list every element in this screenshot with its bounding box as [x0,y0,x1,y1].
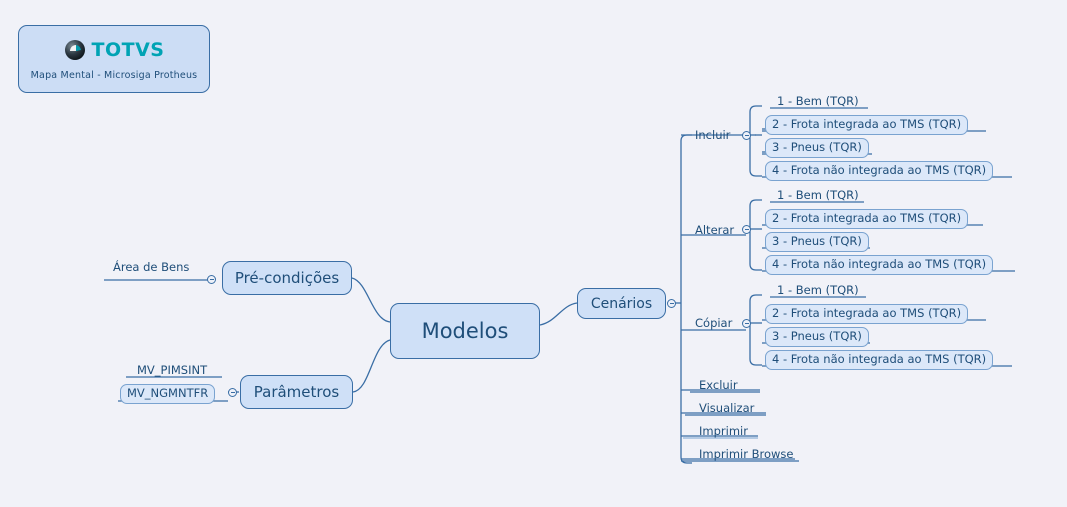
leaf-mv-pimsint-label: MV_PIMSINT [137,363,208,377]
item-copiar-2[interactable]: 2 - Frota integrada ao TMS (TQR) [765,304,969,324]
leaf-mv-ngmntfr[interactable]: MV_NGMNTFR [120,384,216,404]
item-alterar-2[interactable]: 2 - Frota integrada ao TMS (TQR) [765,209,969,229]
totvs-sphere-icon [64,40,85,60]
item-copiar-1[interactable]: 1 - Bem (TQR) [770,281,866,301]
collapse-knob-parametros[interactable] [228,388,237,397]
item-alterar-3-label: 3 - Pneus (TQR) [772,234,862,248]
legend-subtitle: Mapa Mental - Microsiga Protheus [30,70,198,81]
group-label-incluir[interactable]: Incluir [695,128,730,142]
item-incluir-2-label: 2 - Frota integrada ao TMS (TQR) [772,117,962,131]
item-alterar-4[interactable]: 4 - Frota não integrada ao TMS (TQR) [765,255,994,275]
item-copiar-2-label: 2 - Frota integrada ao TMS (TQR) [772,306,962,320]
leaf-mv-ngmntfr-label: MV_NGMNTFR [127,386,209,400]
collapse-knob-cenarios[interactable] [667,299,676,308]
collapse-knob-alterar[interactable] [742,225,751,234]
item-incluir-4-label: 4 - Frota não integrada ao TMS (TQR) [772,163,987,177]
leaf-mv-pimsint[interactable]: MV_PIMSINT [130,361,214,381]
leaf-imprimir-browse[interactable]: Imprimir Browse [692,445,800,465]
leaf-imprimir[interactable]: Imprimir [692,422,755,442]
item-alterar-4-label: 4 - Frota não integrada ao TMS (TQR) [772,257,987,271]
item-incluir-4[interactable]: 4 - Frota não integrada ao TMS (TQR) [765,161,994,181]
item-incluir-1[interactable]: 1 - Bem (TQR) [770,92,866,112]
totvs-wordmark: TOTVS [91,39,165,61]
item-incluir-3-label: 3 - Pneus (TQR) [772,140,862,154]
leaf-area-de-bens[interactable]: Área de Bens [106,258,196,278]
root-node-label: Modelos [421,319,509,343]
leaf-visualizar[interactable]: Visualizar [692,399,761,419]
item-copiar-4[interactable]: 4 - Frota não integrada ao TMS (TQR) [765,350,994,370]
root-node-modelos[interactable]: Modelos [390,303,540,359]
node-parametros-label: Parâmetros [253,383,340,401]
leaf-imprimir-browse-label: Imprimir Browse [699,447,794,461]
item-alterar-1-label: 1 - Bem (TQR) [777,188,859,202]
legend-card: TOTVS Mapa Mental - Microsiga Protheus [18,25,210,93]
collapse-knob-pre-condicoes[interactable] [207,275,216,284]
leaf-area-de-bens-label: Área de Bens [113,260,190,274]
item-incluir-1-label: 1 - Bem (TQR) [777,94,859,108]
item-copiar-3[interactable]: 3 - Pneus (TQR) [765,327,869,347]
item-alterar-2-label: 2 - Frota integrada ao TMS (TQR) [772,211,962,225]
collapse-knob-copiar[interactable] [742,319,751,328]
node-pre-condicoes[interactable]: Pré-condições [222,261,352,295]
group-label-alterar-text: Alterar [695,223,735,237]
leaf-excluir[interactable]: Excluir [692,376,745,396]
item-alterar-3[interactable]: 3 - Pneus (TQR) [765,232,869,252]
leaf-excluir-label: Excluir [699,378,738,392]
leaf-visualizar-label: Visualizar [699,401,755,415]
item-copiar-4-label: 4 - Frota não integrada ao TMS (TQR) [772,352,987,366]
node-pre-condicoes-label: Pré-condições [234,269,340,287]
item-copiar-1-label: 1 - Bem (TQR) [777,283,859,297]
leaf-imprimir-label: Imprimir [699,424,748,438]
collapse-knob-incluir[interactable] [742,131,751,140]
group-label-alterar[interactable]: Alterar [695,223,734,237]
item-incluir-3[interactable]: 3 - Pneus (TQR) [765,138,869,158]
item-alterar-1[interactable]: 1 - Bem (TQR) [770,186,866,206]
node-parametros[interactable]: Parâmetros [240,375,353,409]
item-copiar-3-label: 3 - Pneus (TQR) [772,329,862,343]
node-cenarios-label: Cenários [590,295,653,312]
group-label-copiar-text: Cópiar [695,316,733,330]
node-cenarios[interactable]: Cenários [577,288,666,319]
group-label-incluir-text: Incluir [695,128,731,142]
group-label-copiar[interactable]: Cópiar [695,316,732,330]
item-incluir-2[interactable]: 2 - Frota integrada ao TMS (TQR) [765,115,969,135]
